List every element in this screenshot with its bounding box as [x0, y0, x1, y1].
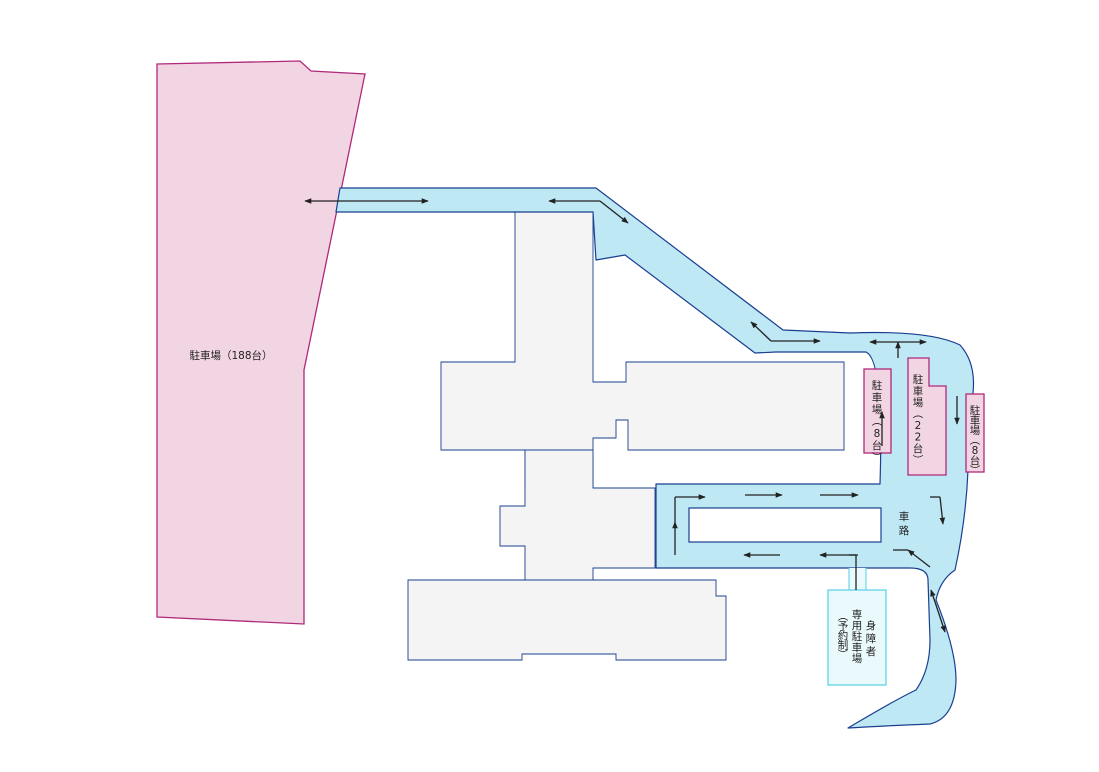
label-char: 身 — [866, 619, 877, 632]
label-char: 車 — [872, 391, 883, 404]
label-char: 台 — [913, 442, 924, 455]
label-char: 車 — [970, 414, 981, 427]
accessible-parking — [827, 589, 887, 686]
label-char: 駐 — [872, 379, 883, 392]
label-char: 場 — [852, 652, 863, 665]
label-char: （ — [911, 408, 923, 419]
label-char: 台 — [872, 439, 883, 452]
loop-island — [688, 507, 882, 543]
traffic-arrows — [304, 198, 960, 633]
label-char: 8 — [874, 428, 881, 440]
main-parking-lot — [156, 60, 366, 625]
accessible-parking-connector — [848, 568, 867, 591]
building-center-block — [499, 449, 656, 581]
label-char: ） — [968, 465, 980, 476]
building-footprint — [440, 211, 845, 489]
label-char: 障 — [866, 632, 877, 645]
label-char: 駐 — [852, 630, 863, 643]
main-lot-label: 駐車場（188台） — [189, 349, 272, 362]
lot-right-8-label: 駐車場（8台） — [968, 404, 981, 475]
label-char: ） — [911, 454, 923, 465]
label-char: 駐 — [913, 373, 924, 386]
label-char: ） — [870, 452, 882, 463]
label-char: ） — [836, 649, 848, 660]
accessible-label-line1: 身障者 — [866, 619, 877, 658]
label-char: 予 — [838, 621, 849, 633]
label-char: 路 — [899, 524, 910, 537]
label-char: 用 — [852, 620, 863, 632]
label-char: 約 — [838, 629, 849, 642]
accessible-label-line3: （予約制） — [836, 611, 848, 660]
label-char: 専 — [852, 609, 863, 621]
lot-center-22-label: 駐車場（22台） — [911, 373, 924, 465]
label-char: 場 — [970, 424, 981, 437]
parking-lot-right-8 — [965, 393, 985, 473]
label-char: 車 — [913, 385, 924, 398]
label-char: 車 — [899, 510, 910, 523]
building-bottom-block — [407, 579, 727, 661]
label-char: 8 — [972, 445, 979, 457]
label-char: 者 — [866, 646, 877, 658]
label-char: 制 — [838, 639, 849, 652]
label-char: 2 — [915, 432, 922, 444]
label-char: （ — [870, 416, 882, 427]
label-char: 場 — [913, 396, 924, 409]
parking-lot-center-22 — [907, 357, 947, 476]
access-road — [335, 187, 975, 729]
lot-left-8-label: 駐車場（8台） — [870, 379, 883, 462]
label-char: （ — [836, 611, 848, 622]
label-char: 駐 — [970, 404, 981, 417]
road-label: 車路 — [899, 510, 910, 537]
label-char: （ — [968, 435, 980, 446]
label-char: 2 — [915, 420, 922, 432]
parking-lot-left-8 — [863, 368, 892, 454]
label-char: 台 — [970, 454, 981, 467]
label-char: 車 — [852, 641, 863, 654]
label-char: 場 — [872, 403, 883, 416]
